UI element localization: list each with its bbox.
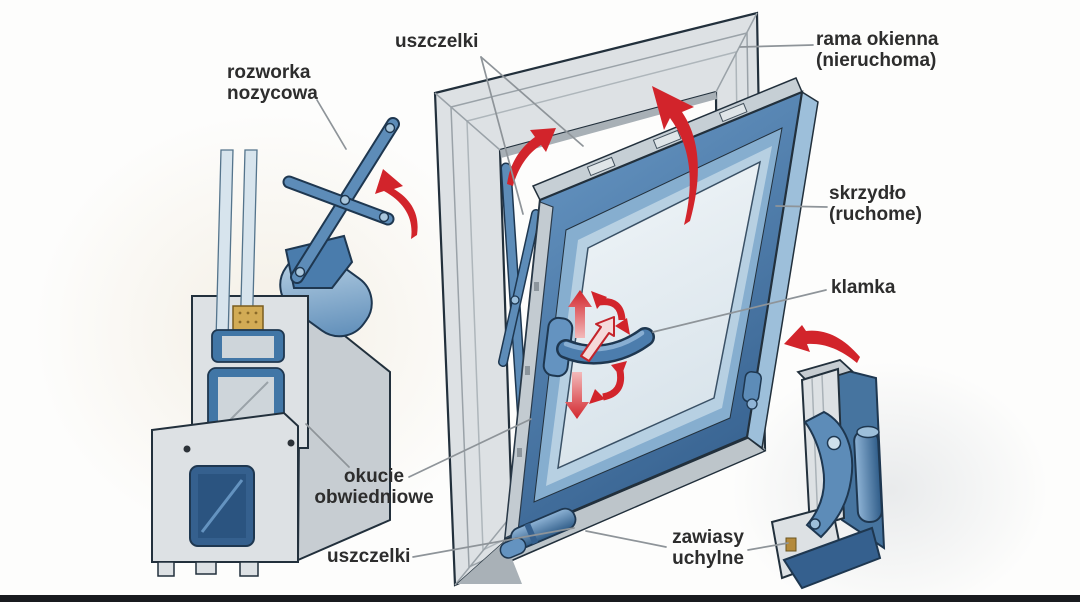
stay-arrow-icon [375, 169, 418, 239]
curved-arrow-upper-icon [591, 291, 630, 335]
arrow-up-icon [568, 290, 592, 338]
tilt-hinge-detail [770, 325, 886, 590]
label-line: klamka [831, 277, 896, 298]
arrow-diagonal-outline-icon [580, 316, 615, 362]
label-perimeter-fitting: okucie obwiedniowe [304, 466, 444, 508]
double-glazing-panes [215, 149, 258, 341]
label-line: okucie [343, 466, 405, 487]
handle-rotation-arrows [565, 290, 630, 419]
bottom-dark-bar [0, 595, 1080, 602]
hinge-arrow-icon [784, 325, 860, 363]
label-window-frame: rama okienna (nieruchoma) [816, 29, 939, 71]
label-line: (nieruchoma) [816, 50, 937, 71]
label-line: skrzydło [829, 183, 907, 204]
window-sash [499, 77, 819, 559]
label-line: uszczelki [327, 546, 411, 567]
label-line: rama okienna [816, 29, 939, 50]
tilt-hinge-barrel [499, 507, 577, 559]
label-line: zawiasy [672, 527, 744, 548]
profile-cross-section-detail [151, 117, 418, 577]
scissor-stay-arms [282, 117, 400, 289]
label-line: obwiedniowe [314, 487, 434, 508]
label-line: nozycowa [227, 83, 318, 104]
corner-hinge-knob [742, 371, 762, 410]
label-line: rozworka [227, 62, 311, 83]
label-handle: klamka [831, 277, 895, 298]
leader-lines [305, 44, 828, 558]
label-tilt-hinges: zawiasy uchylne [648, 527, 768, 569]
label-line: (ruchome) [829, 204, 922, 225]
tilt-big-arrow-icon [652, 86, 698, 225]
glazing-spacer-bar [232, 305, 264, 331]
label-line: uszczelki [395, 31, 479, 52]
label-line: uchylne [672, 548, 744, 569]
hinge-pin [853, 428, 883, 524]
label-sash: skrzydło (ruchome) [829, 183, 922, 225]
label-seals-bottom: uszczelki [327, 546, 410, 567]
curved-arrow-lower-icon [589, 361, 627, 404]
tilt-small-arrow-icon [507, 128, 556, 186]
label-scissor-stay: rozworka nozycowa [227, 62, 318, 104]
arrow-down-icon [565, 372, 589, 419]
glass-pane [557, 160, 762, 470]
label-seals-top: uszczelki [395, 31, 478, 52]
window-handle[interactable] [542, 316, 655, 378]
